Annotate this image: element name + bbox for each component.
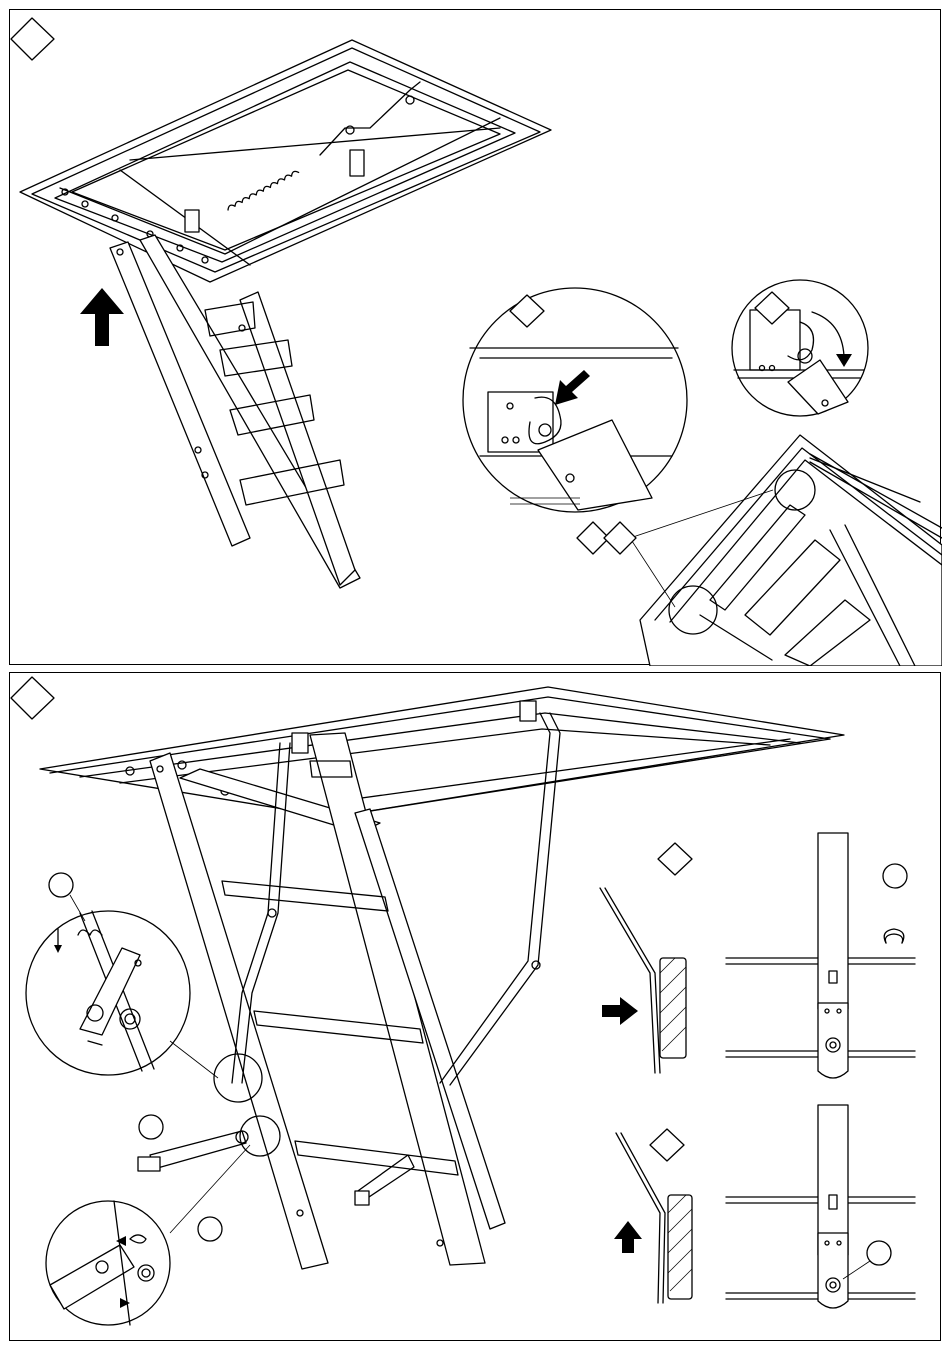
- bottom-illustration: [10, 673, 942, 1342]
- step-marker-diamond: [650, 1129, 684, 1161]
- clip-icon: [884, 929, 904, 943]
- front-view-b: [726, 1105, 915, 1308]
- part-callout-circle: [843, 1241, 891, 1279]
- hinge-rotate-detail: [732, 280, 868, 416]
- hinge-hook-detail: [463, 288, 687, 512]
- arrow-up-icon: [80, 288, 124, 346]
- panel-top: [9, 9, 941, 665]
- step-marker-diamond: [11, 677, 54, 719]
- arrow-up-icon: [614, 1221, 642, 1253]
- part-callout-circle: [198, 1217, 222, 1241]
- top-illustration: [10, 10, 942, 666]
- part-callout-circle: [883, 864, 907, 888]
- lower-link-pin-detail: [26, 911, 218, 1078]
- panel-bottom: [9, 672, 941, 1341]
- frame-hinges-view: [630, 435, 942, 666]
- step-marker-diamond: [604, 522, 636, 554]
- foot-adjust-b: [616, 1129, 692, 1303]
- part-callout-circle: [49, 873, 85, 921]
- ceiling-frame: [20, 40, 551, 282]
- step-marker-diamond: [11, 18, 54, 60]
- step-marker-diamond: [658, 843, 692, 875]
- foot-adjust-a: [600, 843, 692, 1073]
- part-callout-circle: [139, 1115, 163, 1139]
- ladder-section: [110, 235, 360, 588]
- arrow-right-icon: [602, 997, 638, 1025]
